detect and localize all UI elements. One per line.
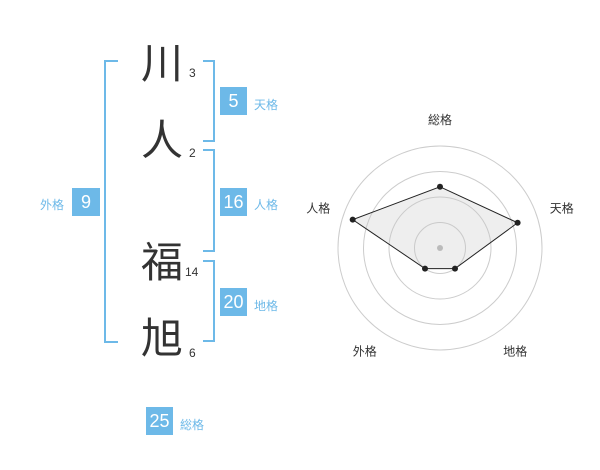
radar-point [437, 183, 443, 190]
name-char-3: 福 [141, 238, 184, 287]
gaikaku-label: 外格 [40, 198, 65, 212]
radar-axis-label: 総格 [428, 112, 452, 127]
radar-center [437, 245, 443, 251]
radar-ring [414, 222, 466, 274]
name-char-2: 人 [141, 116, 184, 165]
chikaku-bracket [203, 260, 215, 342]
radar-axis-label: 天格 [550, 200, 574, 215]
radar-axis-label: 人格 [306, 200, 330, 215]
radar-axis-label: 地格 [503, 344, 527, 359]
jinkaku-value: 16 [220, 188, 247, 216]
radar-ring [388, 196, 492, 300]
soukaku-value: 25 [146, 407, 173, 435]
soukaku-label: 総格 [180, 418, 205, 432]
name-char-1: 川 [141, 39, 184, 88]
gaikaku-bracket [104, 60, 118, 343]
radar-point [422, 265, 429, 272]
radar-point [349, 216, 356, 223]
gaikaku-value: 9 [72, 188, 100, 216]
radar-point [514, 219, 521, 226]
stroke-count-4: 6 [189, 346, 196, 360]
tenkaku-value: 5 [220, 87, 247, 115]
name-char-4: 旭 [141, 314, 184, 363]
radar-series-polygon [351, 186, 519, 270]
stroke-count-2: 2 [189, 146, 196, 160]
jinkaku-label: 人格 [254, 198, 279, 212]
chikaku-label: 地格 [254, 299, 279, 313]
jinkaku-bracket [203, 149, 215, 252]
chikaku-value: 20 [220, 288, 247, 316]
stroke-count-3: 14 [185, 265, 199, 279]
stroke-count-1: 3 [189, 66, 196, 80]
radar-axis-label: 外格 [353, 344, 377, 359]
tenkaku-label: 天格 [254, 98, 279, 112]
radar-point [451, 265, 458, 272]
radar-ring [363, 171, 517, 325]
tenkaku-bracket [203, 60, 215, 142]
